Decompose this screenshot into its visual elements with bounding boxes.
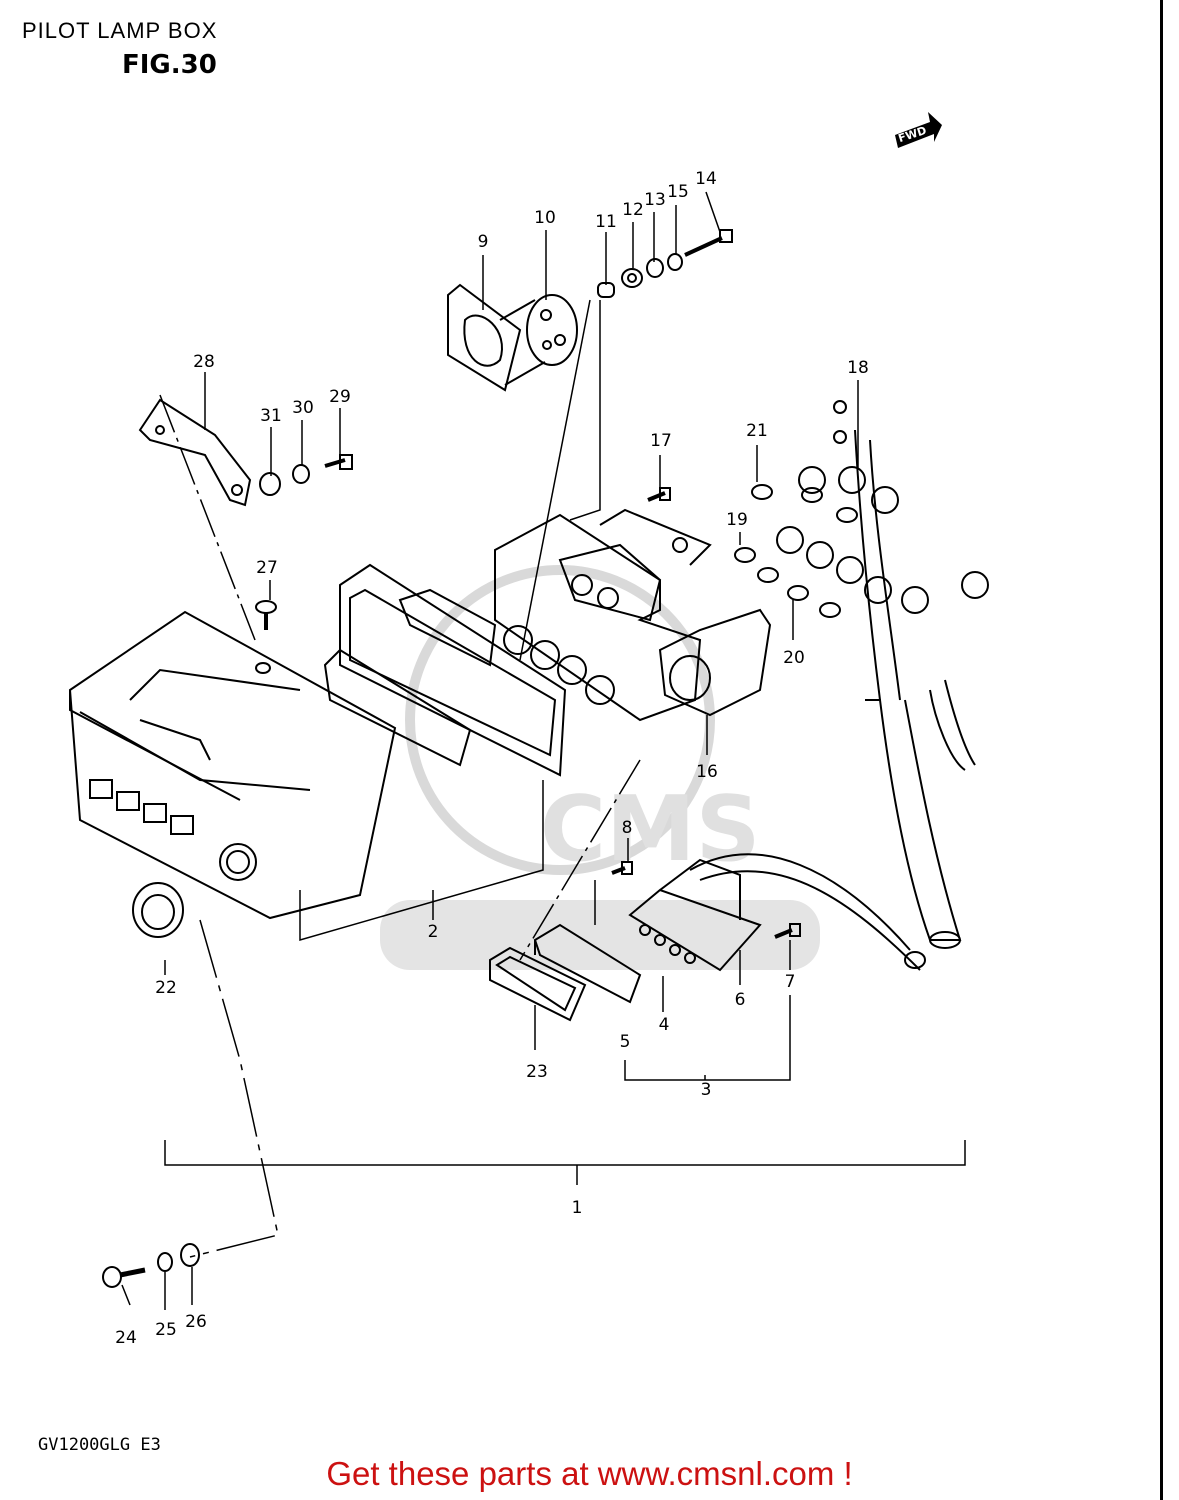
model-code: GV1200GLG E3 — [38, 1435, 161, 1455]
screw-part-24 — [102, 1266, 146, 1288]
callout-7: 7 — [784, 972, 796, 992]
bracket-part-28 — [138, 398, 252, 507]
callout-4: 4 — [658, 1015, 670, 1035]
callout-5: 5 — [619, 1032, 631, 1052]
callout-10: 10 — [534, 208, 556, 228]
callout-16: 16 — [696, 762, 718, 782]
callout-24: 24 — [115, 1328, 137, 1348]
callout-19: 19 — [726, 510, 748, 530]
callout-8: 8 — [621, 818, 633, 838]
bulb-part-21 — [751, 484, 858, 523]
callout-21: 21 — [746, 421, 768, 441]
watermark-logo: CMS — [380, 565, 820, 970]
callout-20: 20 — [783, 648, 805, 668]
holder-part-16 — [658, 608, 772, 717]
callout-3: 3 — [700, 1080, 712, 1100]
grommet-part-22 — [132, 882, 184, 938]
callout-17: 17 — [650, 431, 672, 451]
washer-part-25 — [157, 1252, 173, 1272]
callout-31: 31 — [260, 406, 282, 426]
callout-18: 18 — [847, 358, 869, 378]
washer-part-26 — [180, 1243, 200, 1267]
screw-part-27 — [255, 600, 277, 674]
callout-29: 29 — [329, 387, 351, 407]
bulb-holder-part-5 — [533, 923, 642, 1004]
callout-11: 11 — [595, 212, 617, 232]
callout-25: 25 — [155, 1320, 177, 1340]
lamp-bracket — [494, 508, 712, 722]
callout-2: 2 — [427, 922, 439, 942]
housing-cover-part-2 — [68, 610, 397, 920]
footer-link[interactable]: Get these parts at www.cmsnl.com ! — [326, 1455, 853, 1492]
wiring-harness-part-18 — [776, 400, 989, 949]
screw-part-29 — [324, 454, 353, 470]
callout-15: 15 — [667, 182, 689, 202]
page-title: PILOT LAMP BOX — [22, 18, 218, 43]
callout-13: 13 — [644, 190, 666, 210]
washer-part-30 — [292, 464, 310, 484]
callout-26: 26 — [185, 1312, 207, 1332]
callout-9: 9 — [477, 232, 489, 252]
figure-label: FIG.30 — [122, 50, 217, 80]
callout-23: 23 — [526, 1062, 548, 1082]
socket-board-part-6 — [628, 853, 926, 972]
lens-part-23 — [489, 946, 587, 1022]
washer-part-31 — [259, 472, 281, 496]
page-edge-bar — [1160, 0, 1163, 1500]
bulb-part-19 — [734, 547, 779, 583]
callout-12: 12 — [622, 200, 644, 220]
bulb-part-20 — [787, 585, 841, 618]
callout-27: 27 — [256, 558, 278, 578]
screw-part-8 — [611, 861, 633, 875]
fastener-parts-11-15 — [597, 229, 733, 298]
callout-1: 1 — [571, 1198, 583, 1218]
forward-arrow-icon — [895, 112, 942, 148]
screw-part-7 — [774, 923, 801, 939]
callout-30: 30 — [292, 398, 314, 418]
callout-14: 14 — [695, 169, 717, 189]
svg-text:CMS: CMS — [540, 777, 760, 882]
indicator-unit-part-9-10 — [447, 283, 578, 392]
callout-28: 28 — [193, 352, 215, 372]
callout-22: 22 — [155, 978, 177, 998]
leader-lines — [121, 191, 966, 1310]
screw-part-17 — [647, 487, 671, 502]
callout-6: 6 — [734, 990, 746, 1010]
inner-panel — [323, 563, 567, 777]
